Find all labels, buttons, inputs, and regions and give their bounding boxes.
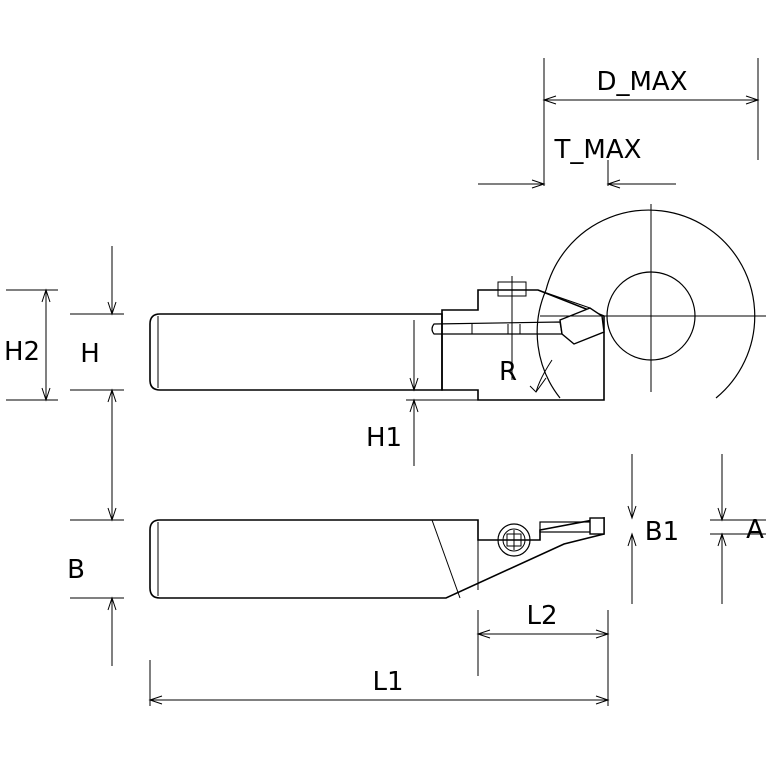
l1-arrow-left <box>148 695 163 705</box>
b1-arrow-top <box>627 505 637 520</box>
h2-arrow-top <box>41 288 51 303</box>
a-arrow-top <box>717 507 727 522</box>
d-max-arrow-left <box>542 95 557 105</box>
h2-label: H2 <box>4 337 40 367</box>
h1-label: H1 <box>366 423 402 453</box>
top-shank-outline <box>149 313 443 391</box>
t-max-arrow-left <box>531 179 546 189</box>
a-arrow-bottom <box>717 532 727 547</box>
dimensions: D_MAX T_MAX H2 H R H1 <box>4 58 766 706</box>
side-view <box>149 517 605 599</box>
side-shank-outline <box>149 517 605 599</box>
h2-arrow-bottom <box>41 387 51 402</box>
h1-arrow-bottom <box>409 398 419 413</box>
workpiece-outer-circle-lower <box>536 289 561 399</box>
a-label: A <box>746 515 764 545</box>
workpiece-outer-circle <box>545 209 756 399</box>
h-label: H <box>80 339 100 369</box>
d-max-label: D_MAX <box>596 67 687 97</box>
b1-label: B1 <box>645 517 679 547</box>
l1-label: L1 <box>372 667 403 697</box>
b-label: B <box>67 555 85 585</box>
l1-arrow-right <box>595 695 610 705</box>
side-clamp-screw <box>497 523 531 557</box>
l2-arrow-right <box>595 629 610 639</box>
d-max-arrow-right <box>745 95 760 105</box>
l2-label: L2 <box>526 601 557 631</box>
t-max-arrow-right <box>606 179 621 189</box>
top-blade <box>431 321 563 335</box>
h1-arrow-top <box>409 377 419 392</box>
r-label: R <box>499 357 517 387</box>
b1-arrow-bottom <box>627 532 637 547</box>
side-clamp-screw-torx <box>504 530 524 550</box>
b-arrow-top <box>107 507 117 522</box>
side-blade <box>539 521 593 533</box>
top-view <box>149 204 766 401</box>
b-arrow-bottom <box>107 596 117 611</box>
side-clamp-screw-inner <box>502 528 526 552</box>
top-insert <box>559 307 605 345</box>
h-arrow-top <box>107 301 117 316</box>
top-wedge-line <box>537 289 591 309</box>
side-insert <box>589 517 605 535</box>
top-head-outline <box>441 289 605 401</box>
radius-arc-marker <box>535 359 553 393</box>
radius-arrow <box>529 377 547 393</box>
t-max-label: T_MAX <box>554 135 642 165</box>
l2-arrow-left <box>476 629 491 639</box>
side-bevel-line <box>431 519 461 599</box>
h-arrow-bottom <box>107 388 117 403</box>
